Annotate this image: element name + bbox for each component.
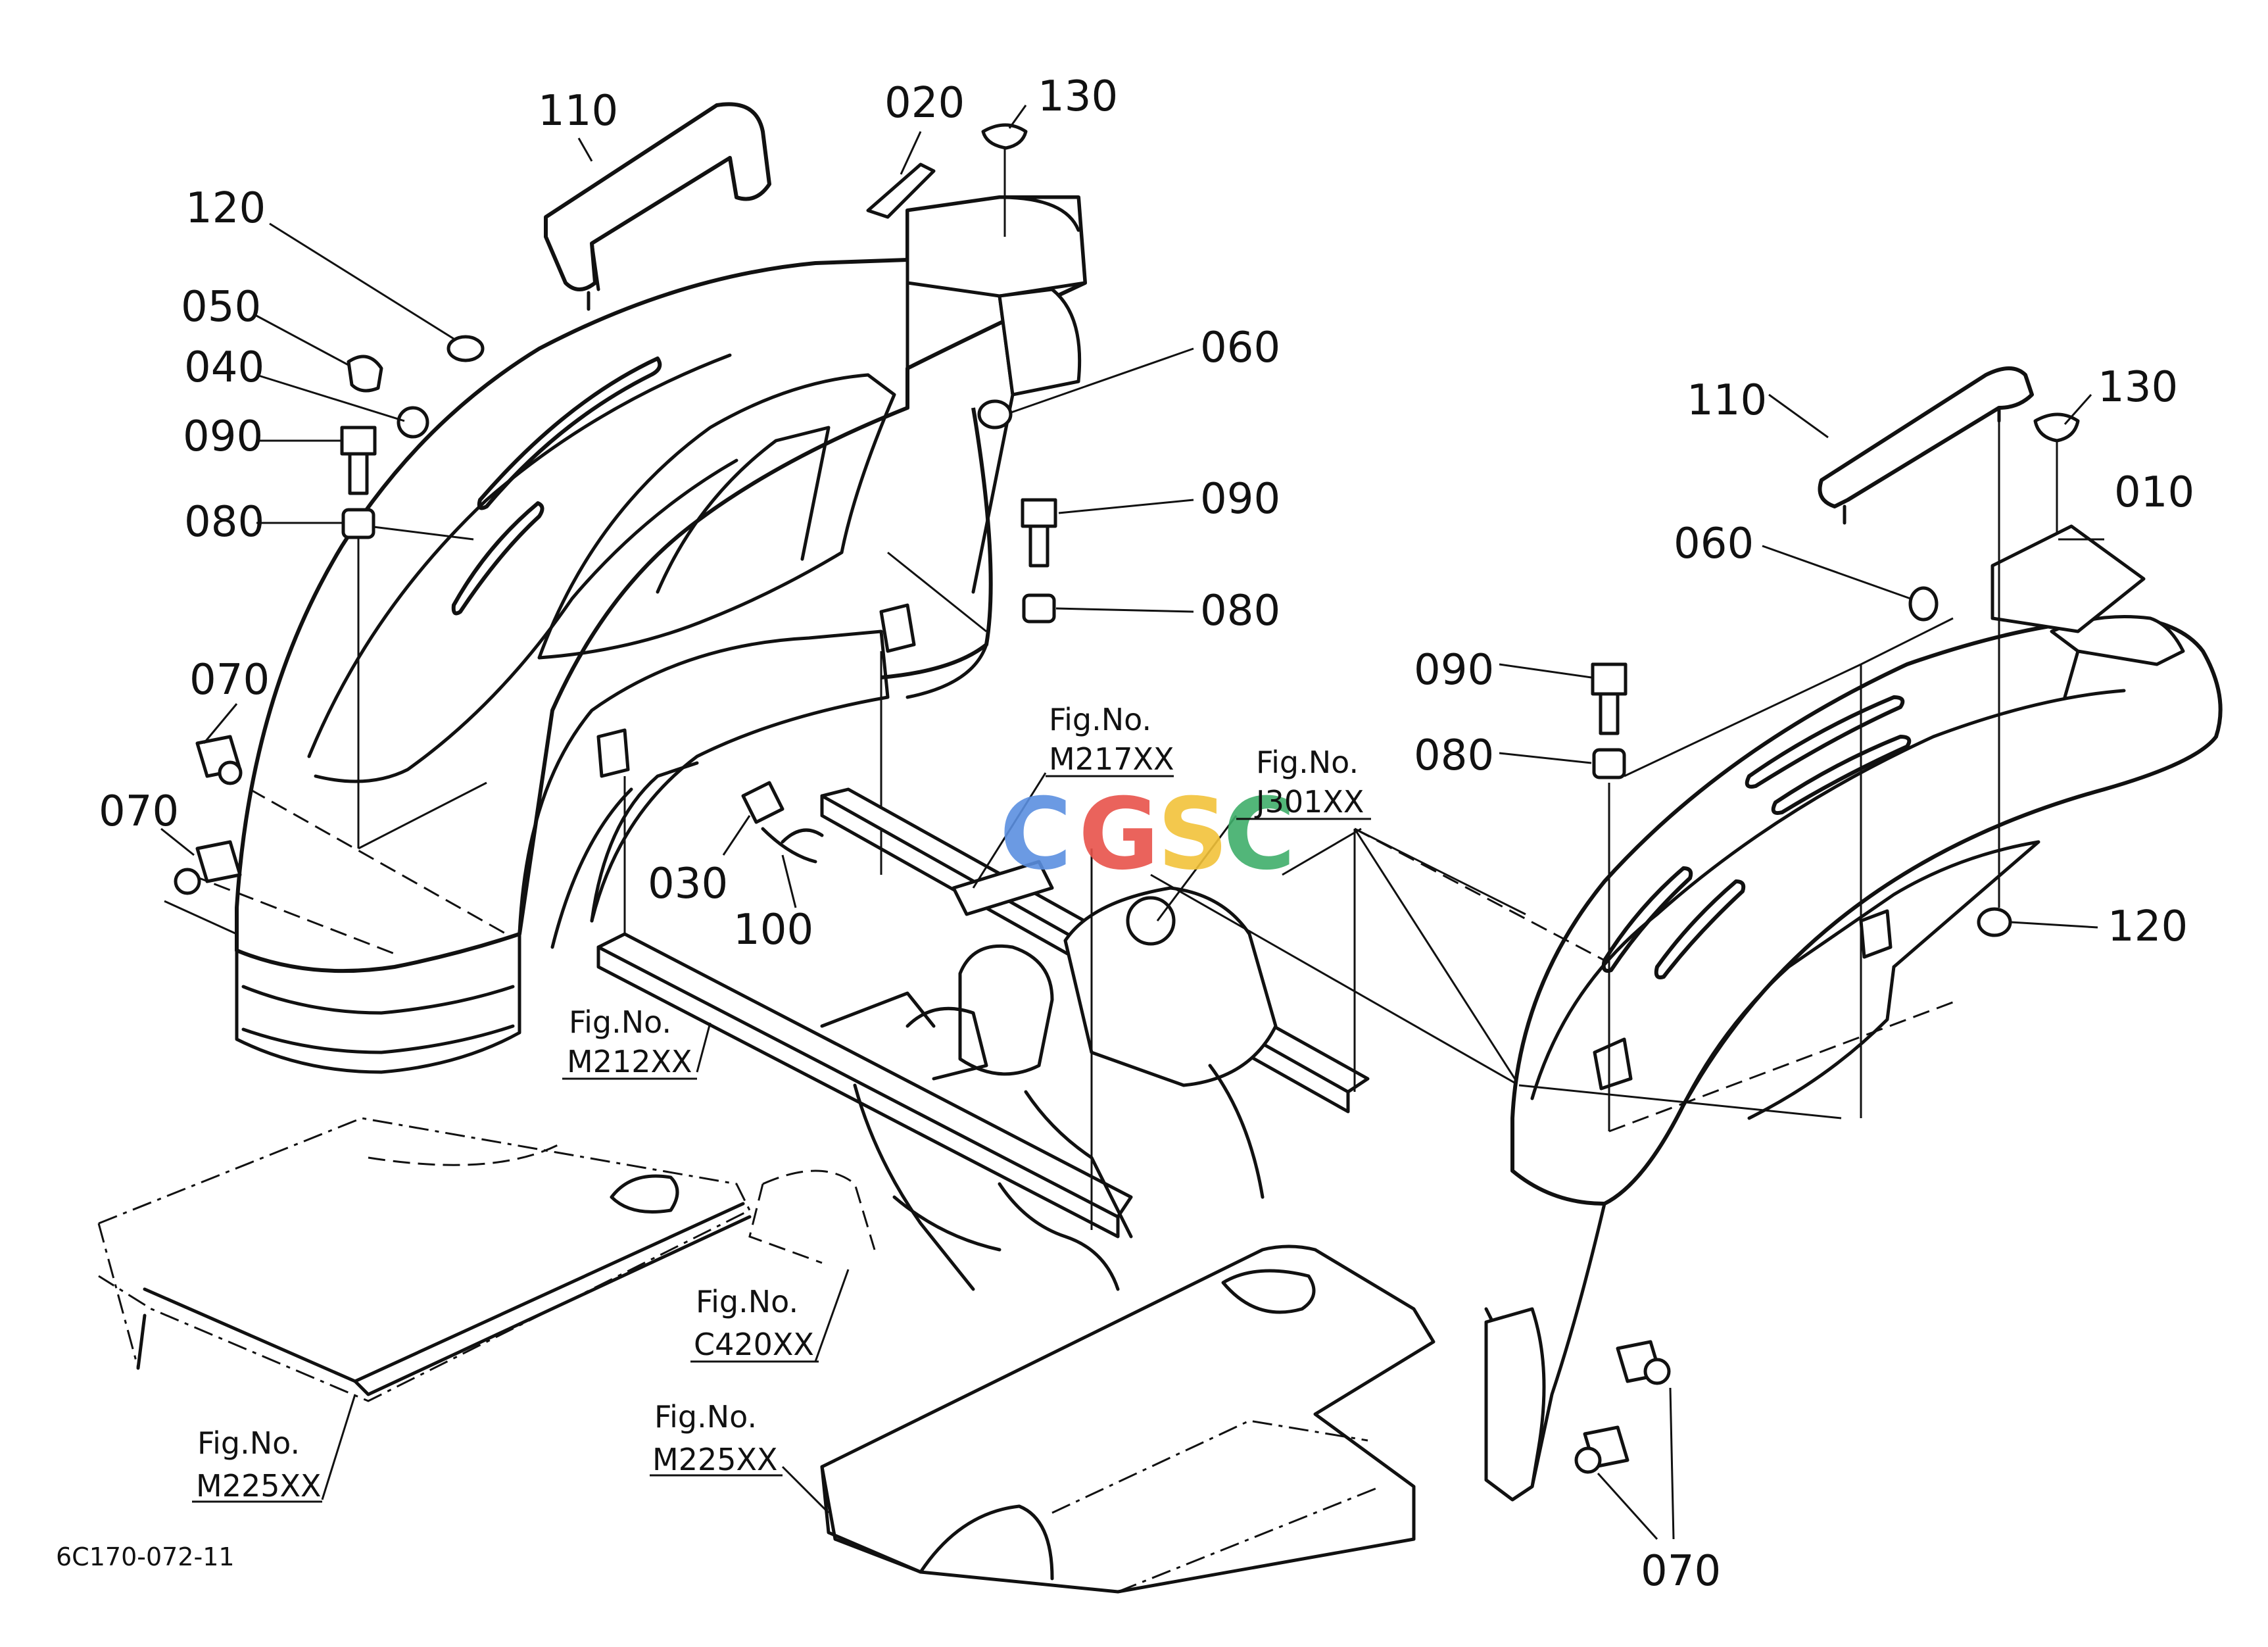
bolt-090-center-icon [1021, 498, 1057, 568]
fig-ref-m212-code: M212XX [567, 1044, 692, 1079]
part-number-labels: 110 020 130 120 050 040 090 080 070 070 … [99, 72, 2194, 1596]
label-100: 100 [733, 906, 813, 954]
label-080-right: 080 [1414, 731, 1494, 780]
left-fender [235, 195, 1087, 1074]
watermark-letter-2: G [1078, 777, 1159, 892]
bolt-070-right-lower-icon [1574, 1425, 1629, 1474]
fig-ref-m225-left: Fig.No. M225XX [192, 1425, 322, 1504]
pin-100-icon [761, 827, 824, 864]
bolt-070-right-upper-icon [1616, 1340, 1671, 1385]
label-110-left: 110 [538, 87, 618, 135]
label-050: 050 [181, 283, 261, 332]
washer-040-icon [397, 406, 429, 439]
fig-ref-m225-center: Fig.No. M225XX [650, 1399, 783, 1477]
bolt-070-lower-icon [174, 840, 242, 895]
left-hardware [174, 102, 1939, 895]
bolt-090-left-icon [340, 426, 377, 495]
watermark-letter-3: S [1157, 777, 1228, 892]
fig-ref-m225-left-code: M225XX [196, 1468, 322, 1504]
spacer-080-left-icon [341, 508, 375, 539]
left-floor-panel [97, 1117, 752, 1402]
label-030: 030 [648, 860, 728, 908]
spacer-080-right-icon [1592, 748, 1626, 779]
label-080-center: 080 [1200, 587, 1280, 635]
spacer-080-center-icon [1022, 593, 1056, 624]
fig-ref-m225-center-prefix: Fig.No. [654, 1399, 757, 1435]
label-060-right: 060 [1674, 520, 1754, 568]
nut-060-center-icon [977, 399, 1013, 430]
fig-ref-m217: Fig.No. M217XX [1046, 702, 1174, 777]
handle-110-left-icon [544, 102, 771, 311]
right-floor-panel [820, 1244, 1436, 1594]
fig-ref-j301-prefix: Fig.No. [1256, 745, 1359, 780]
label-070-lower: 070 [99, 787, 179, 836]
label-120-right: 120 [2108, 902, 2188, 951]
center-projection-lines [880, 658, 1520, 1230]
plate-010-icon [1991, 524, 2146, 633]
fig-ref-m212: Fig.No. M212XX [562, 1004, 697, 1080]
right-hardware [1574, 366, 2146, 1474]
label-060-center: 060 [1200, 324, 1280, 372]
cap-130-left-icon [981, 123, 1028, 237]
knob-050-icon [347, 355, 383, 393]
left-projection-lines [164, 520, 987, 955]
clamp-030-icon [741, 781, 784, 824]
label-080-left: 080 [184, 498, 264, 547]
fig-ref-c420-code: C420XX [694, 1327, 814, 1362]
right-projection-lines [1354, 421, 2000, 1133]
label-130-right: 130 [2098, 363, 2178, 412]
watermark: C G S C [1000, 777, 1295, 892]
label-020: 020 [884, 79, 965, 128]
fig-ref-c420: Fig.No. C420XX [690, 1284, 819, 1363]
label-110-right: 110 [1687, 376, 1767, 425]
label-090-left: 090 [183, 412, 263, 461]
label-070-upper: 070 [189, 656, 270, 704]
handle-110-right-icon [1818, 366, 2034, 525]
fig-ref-j301-code: J301XX [1254, 784, 1364, 820]
fig-ref-m217-code: M217XX [1049, 741, 1174, 777]
label-090-center: 090 [1200, 475, 1280, 524]
grommet-120-right-icon [1977, 907, 2012, 937]
label-090-right: 090 [1414, 646, 1494, 695]
label-010: 010 [2114, 468, 2194, 517]
fig-ref-m225-center-code: M225XX [652, 1442, 778, 1477]
label-070-right: 070 [1641, 1547, 1721, 1596]
center-frame [596, 787, 1370, 1291]
diagram-code: 6C170-072-11 [56, 1542, 235, 1571]
leader-lines [160, 105, 2104, 1540]
nut-060-right-icon [1908, 586, 1939, 622]
fig-ref-j301: Fig.No. J301XX [1236, 745, 1371, 820]
fig-ref-m212-prefix: Fig.No. [569, 1004, 671, 1040]
watermark-letter-4: C [1223, 777, 1295, 892]
figure-reference-labels: Fig.No. M217XX Fig.No. J301XX Fig.No. M2… [192, 702, 1371, 1504]
label-120-left: 120 [185, 184, 266, 233]
bolt-090-right-icon [1591, 662, 1628, 735]
fig-ref-m225-left-prefix: Fig.No. [197, 1425, 300, 1461]
watermark-letter-1: C [1000, 777, 1072, 892]
bolt-070-upper-icon [195, 735, 243, 785]
bracket-020-icon [866, 162, 936, 219]
fig-ref-m217-prefix: Fig.No. [1049, 702, 1151, 737]
fig-ref-c420-prefix: Fig.No. [696, 1284, 798, 1319]
label-130-left: 130 [1038, 72, 1118, 121]
grommet-120-left-icon [446, 335, 485, 362]
label-040: 040 [184, 343, 264, 392]
right-fender [1484, 615, 2223, 1502]
